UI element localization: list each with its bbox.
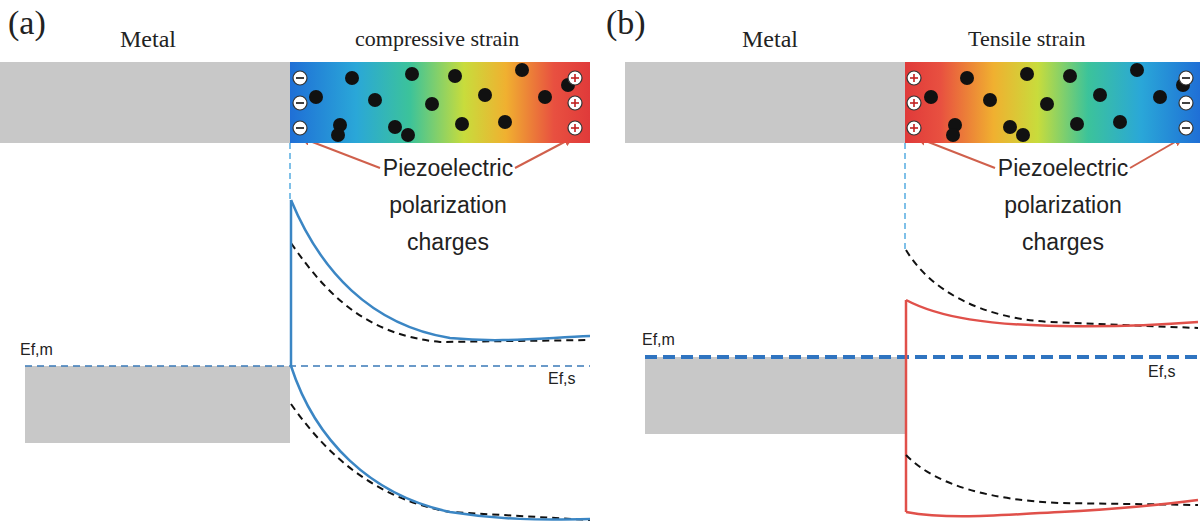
semiconductor-bar xyxy=(290,62,590,143)
interface-line xyxy=(904,143,906,250)
callout-text: Piezoelectric polarization charges xyxy=(348,150,548,260)
interface-line xyxy=(289,143,291,200)
unstrained-band xyxy=(291,404,590,520)
fermi-label: Ef,s xyxy=(548,370,576,388)
fermi-level xyxy=(25,365,590,367)
unstrained-band xyxy=(906,455,1198,505)
unstrained-band xyxy=(291,243,590,342)
valence-band xyxy=(291,366,590,519)
bar-heading: Metal xyxy=(120,26,176,53)
barrier-edge xyxy=(905,300,908,512)
barrier-edge xyxy=(290,200,293,366)
panel-label: (b) xyxy=(606,4,646,42)
fermi-label: Ef,m xyxy=(642,331,675,349)
panel-label: (a) xyxy=(8,4,46,42)
bar-heading: Tensile strain xyxy=(968,26,1086,52)
callout-text: Piezoelectric polarization charges xyxy=(963,150,1163,260)
unstrained-band xyxy=(906,250,1198,328)
metal-band xyxy=(25,366,290,443)
fermi-label: Ef,m xyxy=(20,341,53,359)
fermi-level xyxy=(645,355,1198,359)
metal-bar xyxy=(0,62,290,143)
valence-band xyxy=(906,500,1198,516)
fermi-label: Ef,s xyxy=(1148,363,1176,381)
conduction-band xyxy=(291,200,590,340)
metal-band xyxy=(645,357,905,434)
conduction-band xyxy=(906,300,1198,326)
bar-heading: compressive strain xyxy=(355,26,519,52)
metal-bar xyxy=(625,62,905,143)
semiconductor-bar xyxy=(905,62,1200,143)
bar-heading: Metal xyxy=(742,26,798,53)
